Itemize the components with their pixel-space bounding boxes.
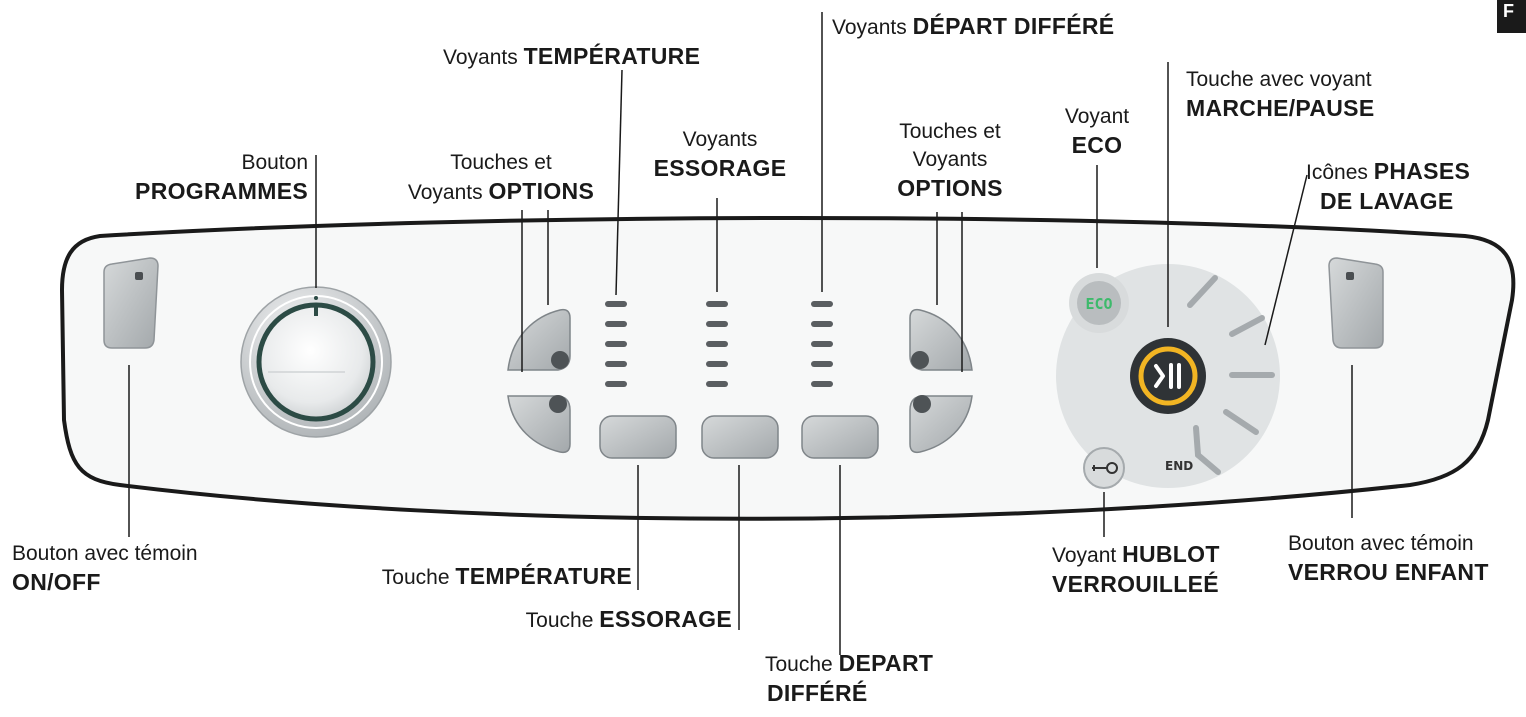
delay-start-key[interactable]	[801, 415, 879, 459]
play-pause-icon	[1154, 364, 1165, 388]
on-off-button[interactable]	[103, 257, 159, 349]
label-on-off-bold: ON/OFF	[12, 569, 101, 595]
label-wash-phases-bold2: DE LAVAGE	[1320, 188, 1454, 214]
label-start-pause-normal: Touche avec voyant	[1186, 68, 1372, 91]
label-door-lock-bold1: HUBLOT	[1122, 541, 1220, 567]
label-on-off: Bouton avec témoin ON/OFF	[12, 540, 198, 598]
label-options-right-line2: Voyants	[912, 148, 988, 171]
label-eco-normal: Voyant	[1064, 105, 1130, 128]
temperature-leds	[605, 301, 627, 387]
option-key-right-bottom[interactable]	[909, 395, 973, 454]
child-lock-indicator	[1346, 272, 1354, 280]
child-lock-button[interactable]	[1328, 257, 1384, 349]
label-wash-phases-bold1: PHASES	[1373, 158, 1471, 184]
label-on-off-normal: Bouton avec témoin	[12, 542, 198, 565]
label-child-lock-normal: Bouton avec témoin	[1288, 532, 1474, 555]
option-key-left-bottom[interactable]	[507, 395, 571, 454]
label-door-lock-bold2: VERROUILLEÉ	[1052, 571, 1219, 597]
label-options-left: Touches et Voyants OPTIONS	[386, 149, 616, 207]
start-pause-button[interactable]	[1130, 338, 1206, 414]
label-spin-key-bold: ESSORAGE	[599, 606, 732, 632]
label-start-pause-bold: MARCHE/PAUSE	[1186, 95, 1375, 121]
label-options-right-bold: OPTIONS	[897, 175, 1003, 201]
eco-icon-text: ECO	[1085, 295, 1112, 313]
programme-dial[interactable]	[240, 286, 392, 438]
label-temperature-leds: Voyants TEMPÉRATURE	[443, 42, 700, 72]
option-key-right-top[interactable]	[909, 308, 973, 371]
label-delay-key-bold1: DEPART	[838, 650, 934, 676]
eco-indicator: ECO	[1069, 273, 1129, 333]
label-delay-key-bold2: DIFFÉRÉ	[767, 680, 868, 706]
option-key-left-top[interactable]	[507, 308, 571, 371]
delay-start-leds	[811, 301, 833, 387]
label-door-lock: Voyant HUBLOT VERROUILLEÉ	[1052, 540, 1220, 600]
page-corner-tab: F	[1497, 0, 1526, 33]
label-child-lock: Bouton avec témoin VERROU ENFANT	[1288, 530, 1489, 588]
label-temperature-key-bold: TEMPÉRATURE	[455, 563, 632, 589]
label-options-left-line1: Touches et	[450, 151, 552, 174]
label-options-right-line1: Touches et	[899, 120, 1001, 143]
label-options-left-normal: Voyants	[407, 181, 489, 204]
label-start-pause: Touche avec voyant MARCHE/PAUSE	[1186, 66, 1374, 124]
label-temperature-leds-bold: TEMPÉRATURE	[523, 43, 701, 69]
label-temperature-key: Touche TEMPÉRATURE	[330, 562, 632, 592]
dial-dot	[314, 296, 318, 300]
label-temperature-key-normal: Touche	[381, 566, 456, 589]
label-spin-key: Touche ESSORAGE	[470, 605, 732, 635]
temperature-key[interactable]	[599, 415, 677, 459]
label-spin-leds-bold: ESSORAGE	[653, 155, 787, 181]
label-spin-leds-normal: Voyants	[682, 128, 758, 151]
label-child-lock-bold: VERROU ENFANT	[1288, 559, 1489, 585]
end-text: END	[1165, 459, 1193, 473]
label-door-lock-normal: Voyant	[1052, 544, 1123, 567]
wash-phase-icons	[1187, 275, 1275, 475]
label-eco-bold: ECO	[1071, 132, 1123, 158]
on-off-indicator	[135, 272, 143, 280]
label-delay-leds: Voyants DÉPART DIFFÉRÉ	[832, 12, 1114, 42]
label-options-left-bold: OPTIONS	[488, 178, 595, 204]
leader-lines	[128, 12, 1353, 655]
label-delay-key: Touche DEPART DIFFÉRÉ	[765, 649, 933, 709]
label-programmes-normal: Bouton	[241, 151, 308, 174]
label-eco: Voyant ECO	[1052, 103, 1142, 161]
label-delay-leds-bold: DÉPART DIFFÉRÉ	[912, 13, 1115, 39]
label-wash-phases-normal: Icônes	[1306, 161, 1374, 184]
label-delay-key-normal: Touche	[765, 653, 839, 676]
label-spin-key-normal: Touche	[525, 609, 600, 632]
spin-leds	[706, 301, 728, 387]
label-spin-leds: Voyants ESSORAGE	[630, 126, 810, 184]
door-lock-indicator	[1083, 447, 1125, 489]
label-temperature-leds-normal: Voyants	[443, 46, 524, 69]
label-wash-phases: Icônes PHASES DE LAVAGE	[1306, 157, 1470, 217]
label-programmes: Bouton PROGRAMMES	[100, 149, 308, 207]
label-options-right: Touches et Voyants OPTIONS	[880, 118, 1020, 204]
label-programmes-bold: PROGRAMMES	[135, 178, 308, 204]
spin-key[interactable]	[701, 415, 779, 459]
label-delay-leds-normal: Voyants	[832, 16, 913, 39]
